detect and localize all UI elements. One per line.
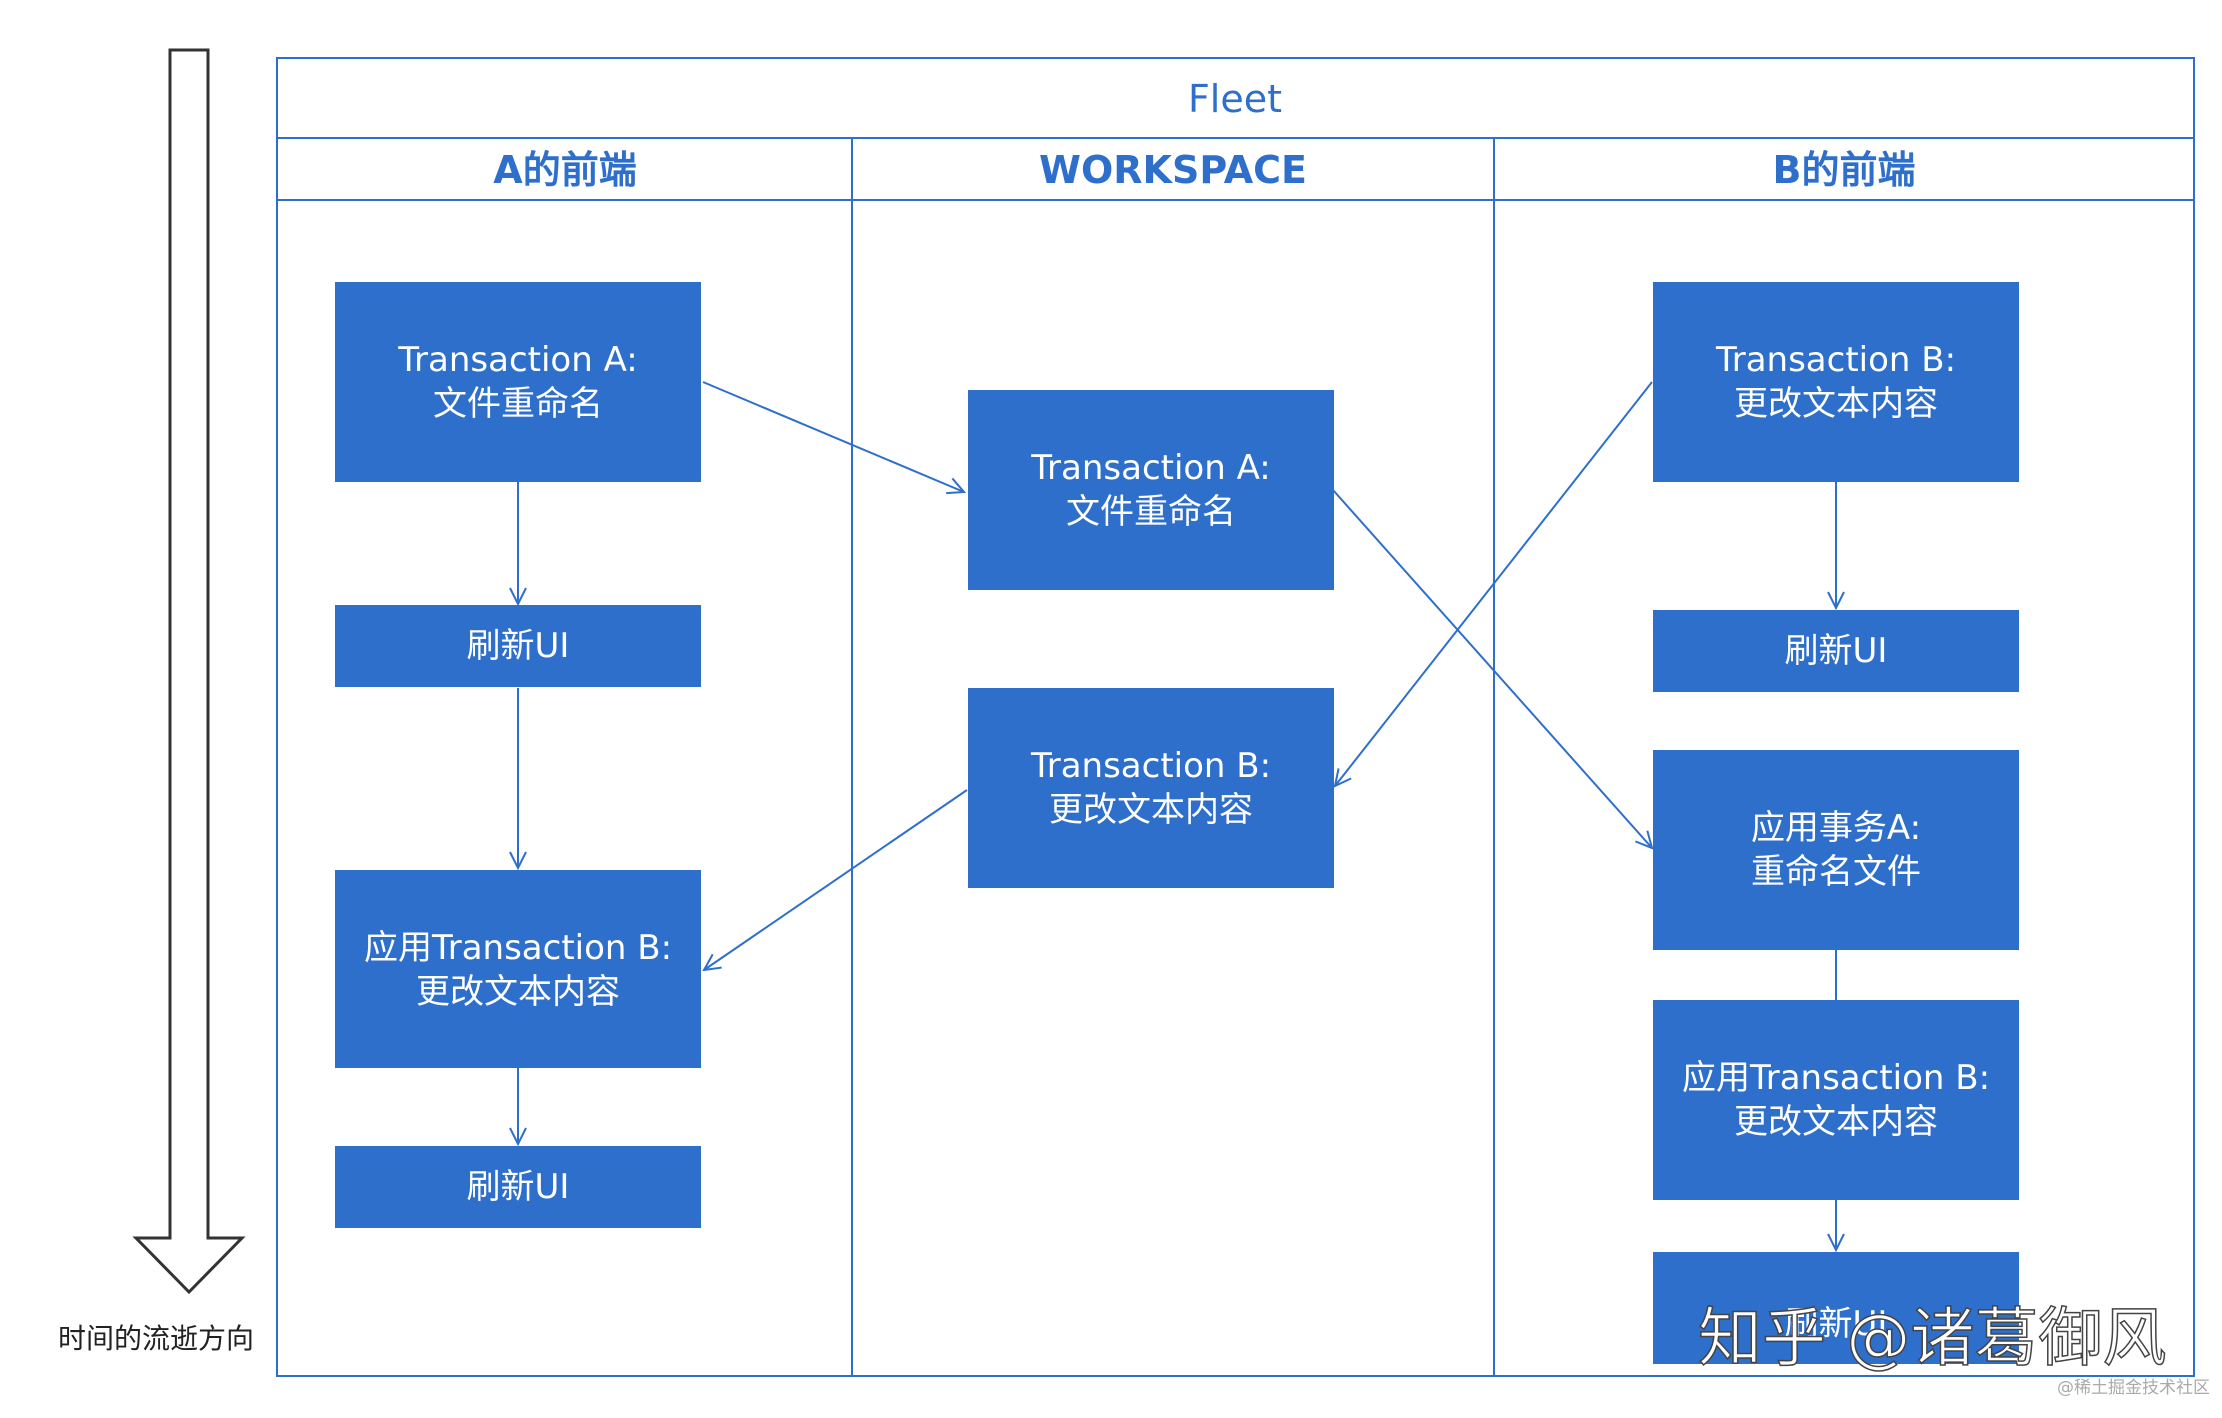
box-a-refresh-ui-1: 刷新UI: [335, 605, 701, 687]
box-b-refresh-ui-1: 刷新UI: [1653, 610, 2019, 692]
pool-title: Fleet: [1188, 77, 1282, 121]
time-axis-label: 时间的流逝方向: [58, 1322, 254, 1355]
arrow-b-to-workspace: [1335, 381, 1653, 786]
svg-text:应用事务A:: 应用事务A:: [1751, 808, 1921, 848]
fleet-pool: [276, 57, 2195, 1377]
svg-text:Transaction B:: Transaction B:: [1715, 340, 1956, 380]
box-b-apply-transaction-b: 应用Transaction B: 更改文本内容: [1653, 1000, 2019, 1200]
box-b-apply-transaction-a: 应用事务A: 重命名文件: [1653, 750, 2019, 950]
svg-text:刷新UI: 刷新UI: [467, 626, 570, 666]
arrow-workspace-to-b-apply-a: [1332, 489, 1652, 848]
watermark-sub: @稀土掘金技术社区: [2057, 1378, 2210, 1398]
arrow-workspace-to-a-apply-b: [704, 789, 968, 970]
svg-text:刷新UI: 刷新UI: [467, 1167, 570, 1207]
svg-text:重命名文件: 重命名文件: [1751, 852, 1921, 892]
box-a-refresh-ui-2: 刷新UI: [335, 1146, 701, 1228]
lane-title-b: B的前端: [1773, 148, 1916, 192]
arrow-a-to-workspace: [702, 381, 964, 492]
svg-text:刷新UI: 刷新UI: [1785, 631, 1888, 671]
svg-text:Transaction B:: Transaction B:: [1030, 746, 1271, 786]
svg-text:Transaction A:: Transaction A:: [397, 340, 637, 380]
svg-text:文件重命名: 文件重命名: [433, 384, 603, 424]
lane-title-a: A的前端: [493, 148, 636, 192]
box-a-transaction-a: Transaction A: 文件重命名: [335, 282, 701, 482]
connectors: [518, 381, 1836, 1250]
watermark-main: 知乎 @诸葛御风: [1698, 1302, 2166, 1376]
box-a-apply-transaction-b: 应用Transaction B: 更改文本内容: [335, 870, 701, 1068]
svg-text:应用Transaction B:: 应用Transaction B:: [1682, 1058, 1990, 1098]
svg-text:应用Transaction B:: 应用Transaction B:: [364, 928, 672, 968]
box-b-transaction-b: Transaction B: 更改文本内容: [1653, 282, 2019, 482]
svg-text:刷新UI: 刷新UI: [1785, 1304, 1888, 1344]
lane-title-workspace: WORKSPACE: [1039, 148, 1307, 192]
svg-text:更改文本内容: 更改文本内容: [1734, 1102, 1938, 1142]
time-direction-arrow: [132, 48, 246, 1295]
box-b-refresh-ui-2: 刷新UI: [1653, 1252, 2019, 1364]
svg-text:更改文本内容: 更改文本内容: [1049, 790, 1253, 830]
box-workspace-transaction-a: Transaction A: 文件重命名: [968, 390, 1334, 590]
svg-text:文件重命名: 文件重命名: [1066, 492, 1236, 532]
svg-text:更改文本内容: 更改文本内容: [1734, 384, 1938, 424]
box-workspace-transaction-b: Transaction B: 更改文本内容: [968, 688, 1334, 888]
svg-text:Transaction A:: Transaction A:: [1030, 448, 1270, 488]
svg-text:更改文本内容: 更改文本内容: [416, 972, 620, 1012]
